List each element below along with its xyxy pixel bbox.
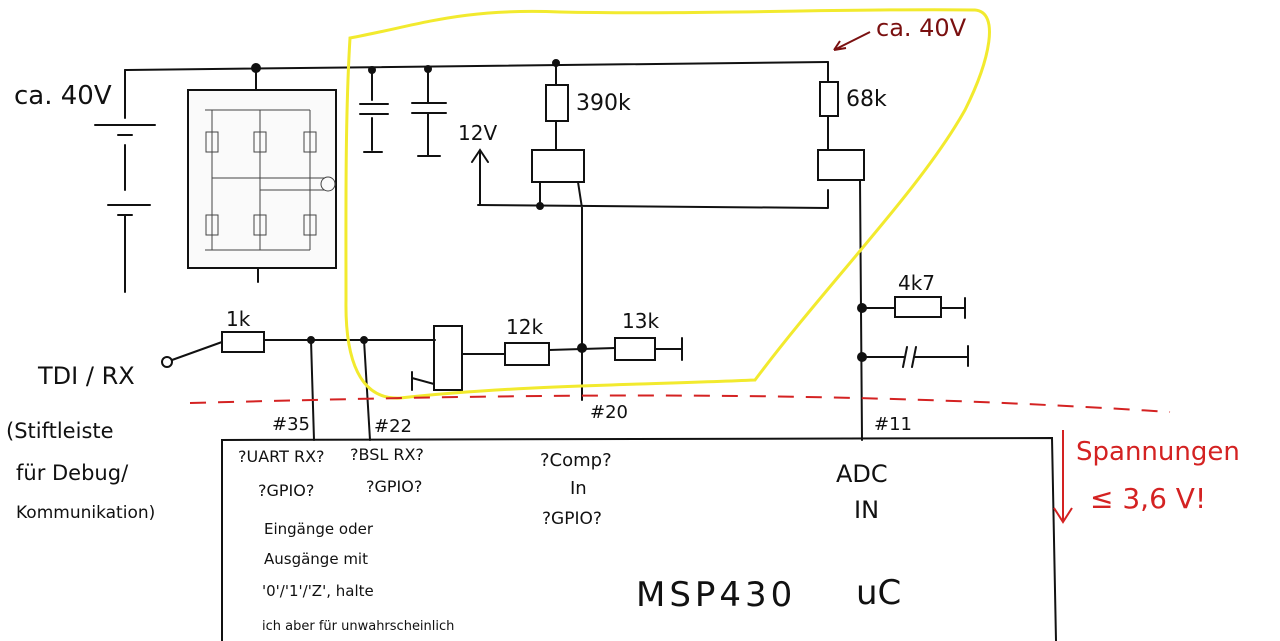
chip-note-line-4: ich aber für unwahrscheinlich [262,619,454,634]
switch-block-left [531,149,585,183]
input-note-line-3: Kommunikation) [16,503,155,523]
resistor-13k-wires [654,337,683,361]
junction-dot [577,343,587,353]
resistor-4k7 [894,296,942,318]
msp430-chip-outline [221,436,1057,641]
pin11-function-label: ADC [836,460,888,488]
chip-name-label: MSP430 [636,575,796,615]
warning-arrow [1053,430,1073,524]
chip-note-line-2: Ausgänge mit [264,550,368,568]
motor-bridge-module [187,89,337,269]
input-note-line-1: (Stiftleiste [6,419,114,443]
junction-dot [307,336,315,344]
level-shift-transistor [433,325,463,391]
divider-voltage-label: 12V [458,121,497,145]
chip-note-line-1: Eingänge oder [264,520,374,538]
input-signal-label: TDI / RX [37,362,135,390]
adc-filter-capacitor [861,345,969,368]
voltage-note-line-2: ≤ 3,6 V! [1090,482,1206,515]
capacitor [411,68,447,157]
top-rail-wire [124,61,829,71]
pin11-function-label-2: IN [854,496,879,524]
pin20-function-label: ?Comp? [540,450,612,471]
pin-22-label: #22 [374,416,412,437]
voltage-note-line-1: Spannungen [1076,437,1240,467]
chip-note-line-3: '0'/'1'/'Z', halte [262,582,374,600]
junction-dot [360,336,368,344]
resistor-390k [545,84,569,122]
tdi-input-terminal [161,356,173,368]
top-voltage-label: ca. 40V [876,14,967,42]
bridge-feed-wire [255,67,259,283]
pin20-gpio-label: ?GPIO? [542,509,602,529]
resistor-1k-label: 1k [226,307,251,331]
pin-11-label: #11 [874,414,912,435]
pin35-function-label: ?UART RX? [238,447,325,466]
pin-20-label: #20 [590,402,628,423]
input-note-line-2: für Debug/ [16,461,129,485]
resistor-12k [504,342,550,366]
battery-symbol [94,69,156,293]
pin22-function-label: ?BSL RX? [350,445,424,464]
transistor-wires [411,353,506,391]
left-voltage-label: ca. 40V [14,81,112,111]
pin35-gpio-label: ?GPIO? [258,481,314,500]
chip-suffix-label: uC [856,573,901,613]
pin-35-label: #35 [272,414,310,435]
switch-block-left-wires [471,148,829,401]
resistor-4k7-label: 4k7 [898,271,935,295]
resistor-390k-label: 390k [576,91,631,116]
resistor-68k [819,81,839,117]
resistor-1k [221,331,265,353]
resistor-4k7-wires [861,297,966,319]
electrolytic-capacitor [359,69,389,153]
resistor-12k-label: 12k [506,315,543,339]
voltage-domain-boundary [189,394,1171,413]
resistor-13k-label: 13k [622,309,659,333]
highlight-outline [344,8,991,400]
pin20-function-label-2: In [570,478,587,499]
pin22-gpio-label: ?GPIO? [366,477,422,496]
switch-block-right [817,149,865,181]
resistor-13k [614,337,656,361]
annotation-arrow [833,31,871,51]
resistor-68k-label: 68k [846,87,887,112]
junction-dot [536,202,544,210]
input-wire [171,341,223,361]
